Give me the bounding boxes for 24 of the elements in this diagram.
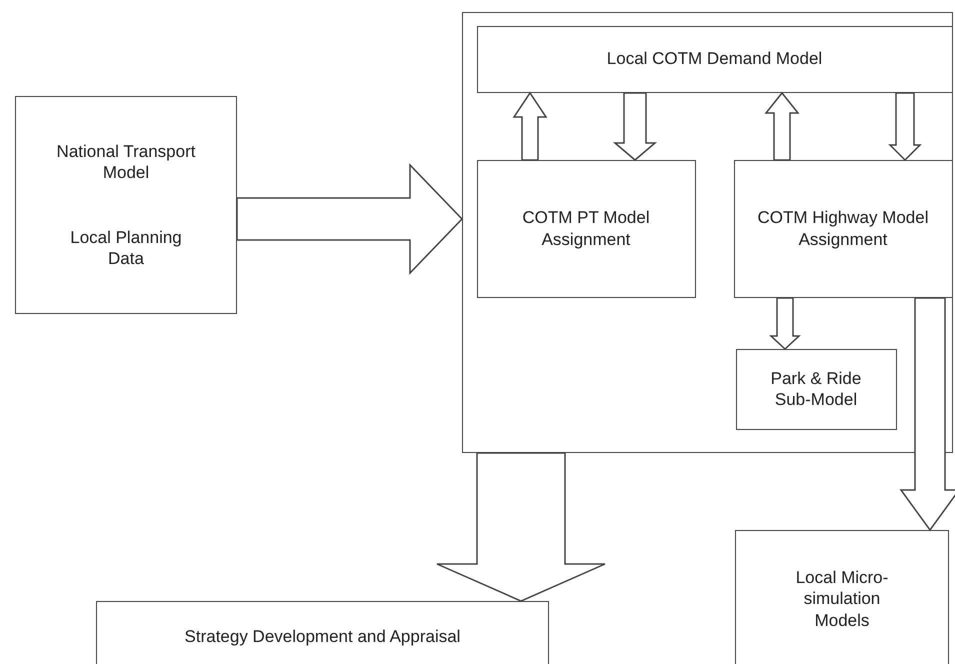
process-box: [476, 26, 952, 92]
box-label: Local Micro-simulation Models: [794, 567, 890, 631]
block-arrow: [236, 163, 464, 275]
process-box: [476, 160, 696, 298]
process-box: [15, 96, 237, 314]
block-arrow: [512, 92, 548, 161]
block-arrow: [888, 92, 922, 162]
process-box: [735, 530, 949, 664]
block-arrow: [764, 92, 800, 161]
process-box: [736, 348, 896, 430]
box-label: Strategy Development and Appraisal: [184, 626, 460, 648]
box-label: Park & Ride Sub-Model: [770, 368, 862, 410]
block-arrow: [900, 297, 955, 532]
box-label: Local COTM Demand Model: [606, 48, 822, 70]
process-box: [96, 601, 549, 664]
box-label: COTM PT Model Assignment: [521, 207, 651, 250]
box-label: National Transport Model: [56, 140, 196, 184]
container-box: [462, 12, 953, 453]
box-label: Local Planning Data: [69, 226, 183, 270]
box-label: COTM Highway Model Assignment: [756, 207, 930, 250]
block-arrow: [436, 452, 606, 602]
block-arrow: [612, 92, 658, 161]
block-arrow: [769, 297, 801, 350]
process-box: [734, 160, 952, 298]
